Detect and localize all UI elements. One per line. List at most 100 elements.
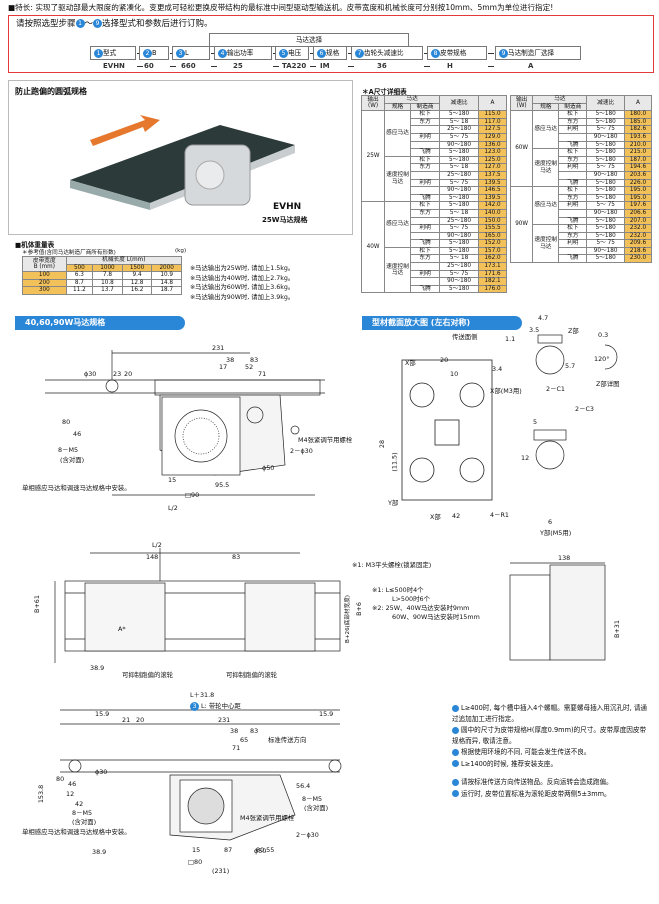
dim-table-title: ＊A尺寸详细表 (362, 88, 407, 96)
field-6-code: IM (320, 62, 330, 70)
field-9-num: 9 (499, 48, 508, 58)
note-item: 运行时, 皮带位置标准为滚轮距皮带两侧5±3mm。 (452, 789, 652, 800)
dim-46-b: 46 (68, 780, 77, 788)
dim-83-b: 83 (250, 727, 259, 735)
dim-2-phi30-b: 2－ϕ30 (296, 831, 319, 839)
dim-l-half: L/2 (168, 504, 178, 512)
dim-148: 148 (146, 553, 159, 561)
code-dash (348, 66, 354, 67)
note-item: 圆中的尺寸为皮带规格H(厚度0.9mm)的尺寸。皮带厚度因皮带规格而异, 敬请注… (452, 726, 647, 745)
dim-153-8: 153.8 (37, 784, 46, 804)
step-first-dot: 1 (75, 19, 85, 28)
dim-8-m5: 8－M5 (58, 446, 79, 454)
dim-12: 12 (66, 790, 75, 798)
dim-65: 65 (240, 736, 249, 744)
weight-length-head: 1500 (121, 263, 153, 273)
field-2-label: B (152, 49, 157, 57)
dim-0-3: 0.3 (598, 331, 609, 339)
motor-end-view (509, 562, 606, 661)
weight-length-head: 1000 (92, 263, 123, 273)
dim-21: 21 (122, 716, 131, 724)
dim-15-9: 15.9 (95, 710, 110, 718)
field-6-num: 6 (317, 48, 326, 58)
dim-b6: B+6 (354, 602, 363, 616)
dim-38: 38 (226, 356, 235, 364)
notes-list: L≥400时, 每个槽中插入4个螺帽。需要螺母插入用沉孔时, 请通过追加加工进行… (452, 703, 652, 800)
field-9-code: A (528, 62, 534, 70)
step-last-dot: 9 (93, 19, 103, 28)
dim-56-4: 56.4 (296, 782, 311, 790)
dim-71: 71 (258, 370, 267, 378)
field-5-code: TA220 (282, 62, 307, 70)
dim-15-9-r: 15.9 (319, 710, 334, 718)
dim-87: 87 (224, 846, 233, 854)
weight-length-head: 2000 (151, 263, 182, 273)
info-icon (452, 748, 459, 756)
weight-note: ※马达输出为40W时, 请加上2.7kg。 (190, 274, 295, 282)
top-view-drawing (54, 548, 341, 663)
dim-sq80: □80 (188, 858, 203, 866)
dim-5: 5 (533, 418, 538, 426)
field-7-label: 齿轮头减速比 (364, 49, 404, 57)
dim-l318: L＋31.8 (190, 691, 215, 699)
dim-b26: B+26(底部材宽度) (344, 595, 351, 643)
field-7-code: 36 (377, 62, 387, 70)
bottom-view-drawing (60, 709, 342, 841)
dim-20-b: 20 (136, 716, 145, 724)
dim-sq90: □90 (185, 491, 200, 499)
m3-note: ※1: M3平头螺栓(锁紧固定) (352, 561, 432, 569)
motor-spec: 25W马达规格 (262, 216, 308, 224)
field-4-num: 4 (218, 48, 227, 58)
note-item: L≥400时, 每个槽中插入4个螺帽。需要螺母插入用沉孔时, 请通过追加加工进行… (452, 704, 648, 723)
dim-231: 231 (212, 344, 225, 352)
dim-15-b: 15 (192, 846, 201, 854)
sensor-note-b: 单相感应马达和调速马达规格中安装。 (22, 828, 131, 836)
field-9-label: 马达制造厂选择 (508, 49, 555, 57)
weight-table-unit: (kg) (175, 248, 187, 254)
product-section-title: 防止跑偏的圆弧规格 (15, 87, 87, 96)
note-motor-60w: 60W、90W马达安装时15mm (392, 613, 480, 621)
dim-phi30-b: ϕ30 (95, 768, 108, 776)
sensor-note: 单相感应马达和调速马达规格中安装。 (22, 484, 131, 492)
dim-12-profile: 12 (521, 454, 530, 462)
m4-bolt-label: M4张紧调节用螺栓 (298, 436, 353, 444)
field-7-num: 7 (355, 48, 364, 58)
dim-83: 83 (250, 356, 259, 364)
dim-20-profile: 20 (440, 356, 449, 364)
dim-2-c3: 2－C3 (575, 405, 594, 413)
field-3-label: L (185, 49, 189, 57)
right-section-title: 型材截面放大图 (左右对称) (362, 316, 522, 330)
roller-note-1: 可抑制跑偏的滚轮 (122, 671, 174, 679)
selection-title-post: 选择型式和参数后进行订购。 (102, 19, 213, 29)
dim-3-4: 3.4 (492, 365, 503, 373)
note-item: L≥1400的时候, 推荐安装支座。 (452, 759, 652, 770)
dim-71-b: 71 (232, 744, 241, 752)
field-2-num: 2 (143, 48, 152, 58)
info-icon (452, 726, 459, 734)
code-dash (488, 66, 494, 67)
field-3-num: 3 (176, 48, 185, 58)
dim-4-7: 4.7 (538, 314, 549, 322)
x-section-label-2: X部 (430, 513, 441, 521)
dim-hole-note: (含对面) (60, 456, 85, 464)
product-panel (8, 80, 353, 235)
dim-6: 6 (548, 518, 553, 526)
side-view-drawing (45, 350, 325, 496)
profile-section-drawing (401, 359, 493, 501)
z-detail-label: Z部详图 (596, 380, 620, 388)
field-8-code: H (447, 62, 453, 70)
motor-selection-group: 马达选择 (209, 33, 409, 47)
